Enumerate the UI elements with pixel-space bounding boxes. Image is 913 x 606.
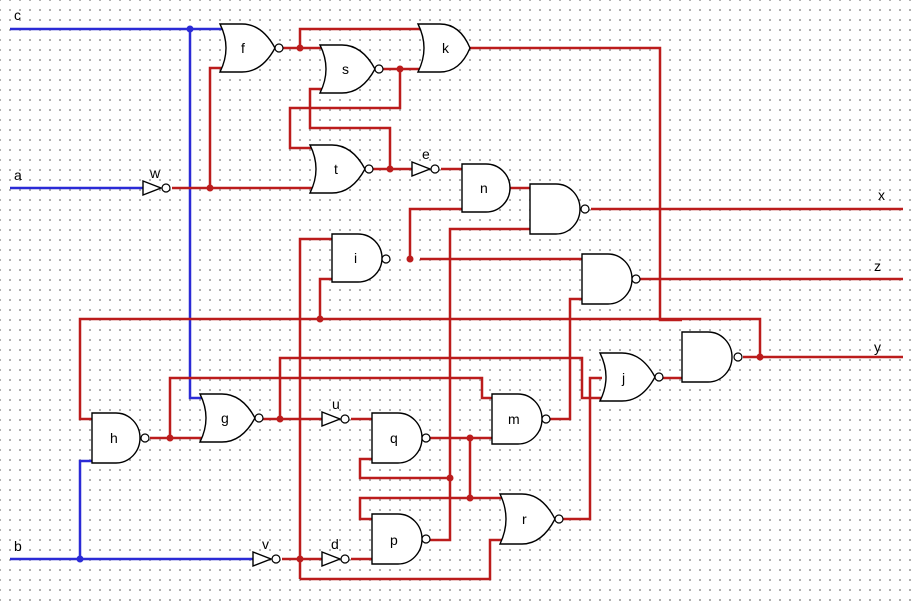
nor-gate-r: r <box>498 493 564 545</box>
nand-gate-q: q <box>371 412 431 464</box>
junction-w <box>206 184 214 192</box>
junction-c <box>186 25 194 33</box>
junction-b <box>76 555 84 563</box>
output-label-y: y <box>874 339 881 355</box>
internal-wires <box>78 27 903 581</box>
wire-y-feedback <box>78 317 762 421</box>
inverter-v: v <box>252 536 281 568</box>
inverter-w: w <box>142 165 171 197</box>
wire-m-out <box>550 297 582 421</box>
wire-c-to-g <box>188 29 202 400</box>
junction-t <box>386 165 394 173</box>
nand-gate-i: i <box>331 233 391 283</box>
gate-label-m: m <box>508 411 520 427</box>
junction-q <box>466 434 474 442</box>
gate-label-j: j <box>621 370 625 386</box>
wire-g-to-j <box>278 356 602 419</box>
input-label-b: b <box>14 538 22 554</box>
inverter-d: d <box>321 536 350 568</box>
or-gate-k: k <box>416 23 471 73</box>
and-gate-n: n <box>461 163 511 213</box>
output-label-z: z <box>874 258 881 274</box>
junction-r-in <box>466 494 474 502</box>
gate-label-n: n <box>480 180 488 196</box>
inverter-e: e <box>411 146 440 178</box>
nand-gate-m: m <box>491 393 551 445</box>
nor-gate-f: f <box>218 23 284 73</box>
nor-gate-j: j <box>598 352 664 402</box>
wire-i-to-n <box>408 207 463 259</box>
junction-g <box>276 415 284 423</box>
wire-b-to-h <box>78 459 92 559</box>
nand-gate-z <box>581 253 641 305</box>
gate-label-s: s <box>342 61 349 77</box>
wire-w-to-f <box>208 66 222 188</box>
wire-q-to-r <box>358 438 472 521</box>
wire-y-to-i <box>318 277 332 319</box>
junction-q-loop <box>446 474 454 482</box>
gate-label-g: g <box>221 410 229 426</box>
junction-v <box>296 555 304 563</box>
inverter-label-v: v <box>262 536 269 552</box>
wire-s-loop <box>288 69 402 150</box>
wire-v-to-r <box>300 538 502 581</box>
junction-i <box>406 255 414 263</box>
wire-r-out <box>560 376 602 521</box>
nor-gate-s: s <box>318 44 384 94</box>
junction-y <box>756 353 764 361</box>
inverter-u: u <box>321 396 350 428</box>
gate-label-r: r <box>522 511 527 527</box>
gate-label-t: t <box>334 161 338 177</box>
wire-f-to-k <box>298 27 420 48</box>
wire-v-to-i <box>298 237 332 559</box>
nand-gate-h: h <box>91 412 150 464</box>
input-label-a: a <box>14 167 22 183</box>
junctions <box>76 25 764 563</box>
input-label-c: c <box>14 7 21 23</box>
gate-label-f: f <box>241 40 245 56</box>
nand-gate-x <box>529 183 590 235</box>
wire-p-out <box>430 227 530 542</box>
wire-t-loop <box>308 87 392 169</box>
input-wires <box>10 27 253 561</box>
gate-label-k: k <box>442 40 450 56</box>
nor-gate-t: t <box>308 144 374 194</box>
wire-q-loop <box>358 457 450 480</box>
gate-label-i: i <box>354 250 357 266</box>
inverter-label-w: w <box>149 165 161 181</box>
inverter-label-u: u <box>332 396 340 412</box>
gate-label-p: p <box>390 532 398 548</box>
gate-label-h: h <box>110 430 118 446</box>
junction-h <box>166 434 174 442</box>
inverter-label-e: e <box>422 146 430 162</box>
wire-h-to-m <box>168 376 492 438</box>
output-label-x: x <box>878 187 885 203</box>
junction-f <box>296 44 304 52</box>
nand-gate-p: p <box>371 513 431 565</box>
nand-gate-y <box>681 331 743 383</box>
gate-label-q: q <box>390 430 398 446</box>
inverter-label-d: d <box>331 536 339 552</box>
junction-s <box>396 65 404 73</box>
nor-gate-g: g <box>198 393 264 443</box>
junction-feedback <box>316 315 324 323</box>
